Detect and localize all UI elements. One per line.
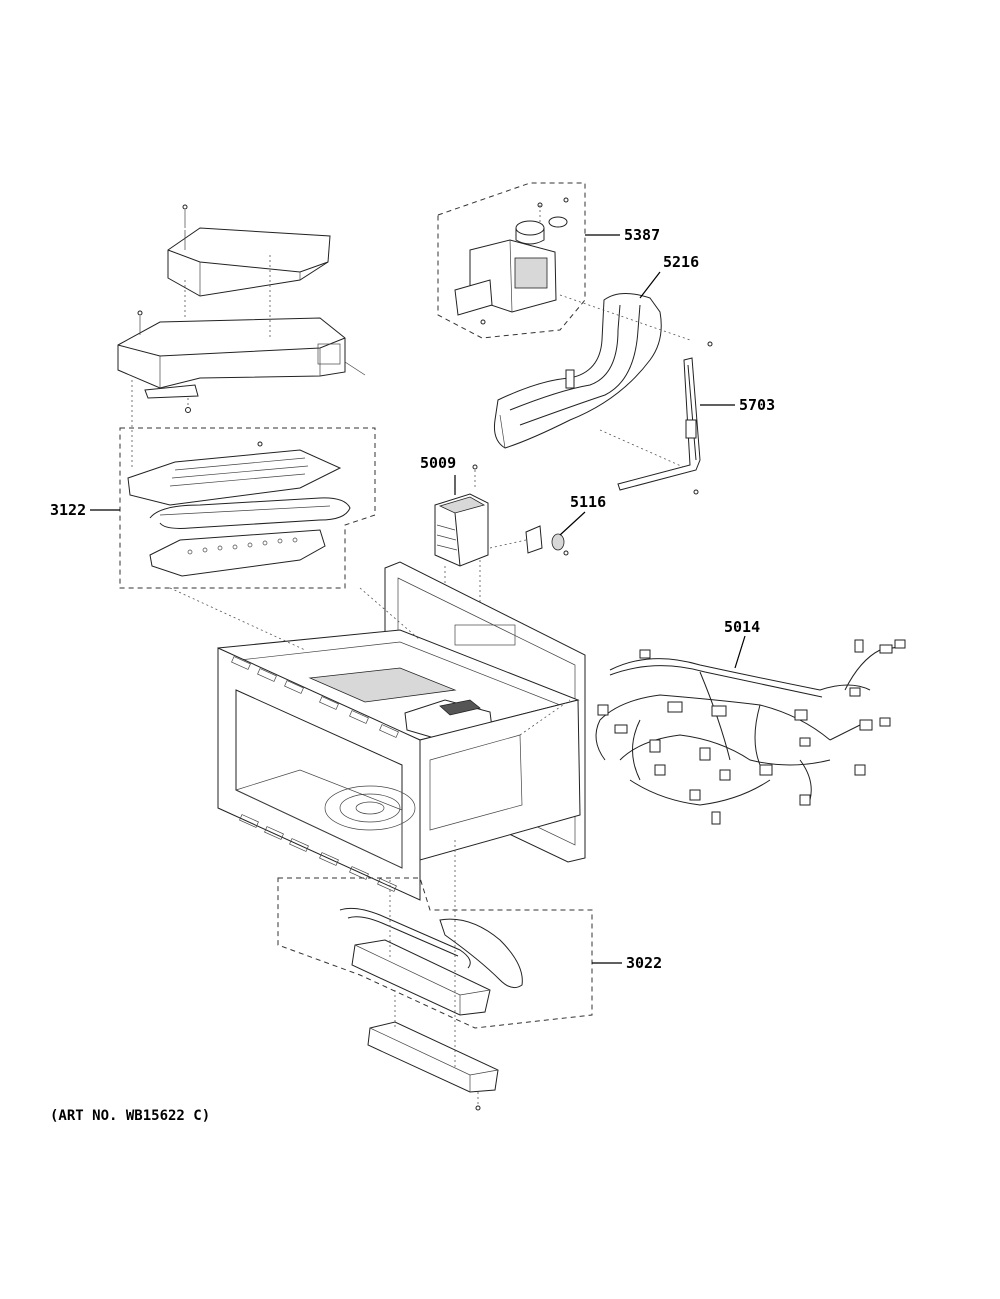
callout-5014: 5014 — [724, 618, 761, 636]
bracket-5703 — [617, 357, 701, 495]
art-number-label: (ART NO. WB15622 C) — [50, 1108, 211, 1124]
sensor-5116 — [489, 525, 569, 556]
callout-3022: 3022 — [626, 954, 663, 972]
callout-5009: 5009 — [420, 454, 457, 472]
lower-heater-group-3022 — [277, 840, 593, 1111]
heater-group-3122 — [119, 427, 376, 589]
duct-5216 — [494, 293, 713, 471]
wire-harness-5014 — [595, 639, 906, 825]
top-bracket-assembly — [117, 204, 366, 470]
magnetron-5009 — [434, 464, 489, 700]
callout-5387: 5387 — [624, 226, 661, 244]
leader-lines — [90, 234, 746, 964]
callout-5216: 5216 — [663, 253, 700, 271]
callout-5116: 5116 — [570, 493, 607, 511]
damper-group-5387 — [437, 182, 586, 339]
callout-5703: 5703 — [739, 396, 776, 414]
oven-cavity — [169, 561, 586, 901]
callout-3122: 3122 — [50, 501, 87, 519]
